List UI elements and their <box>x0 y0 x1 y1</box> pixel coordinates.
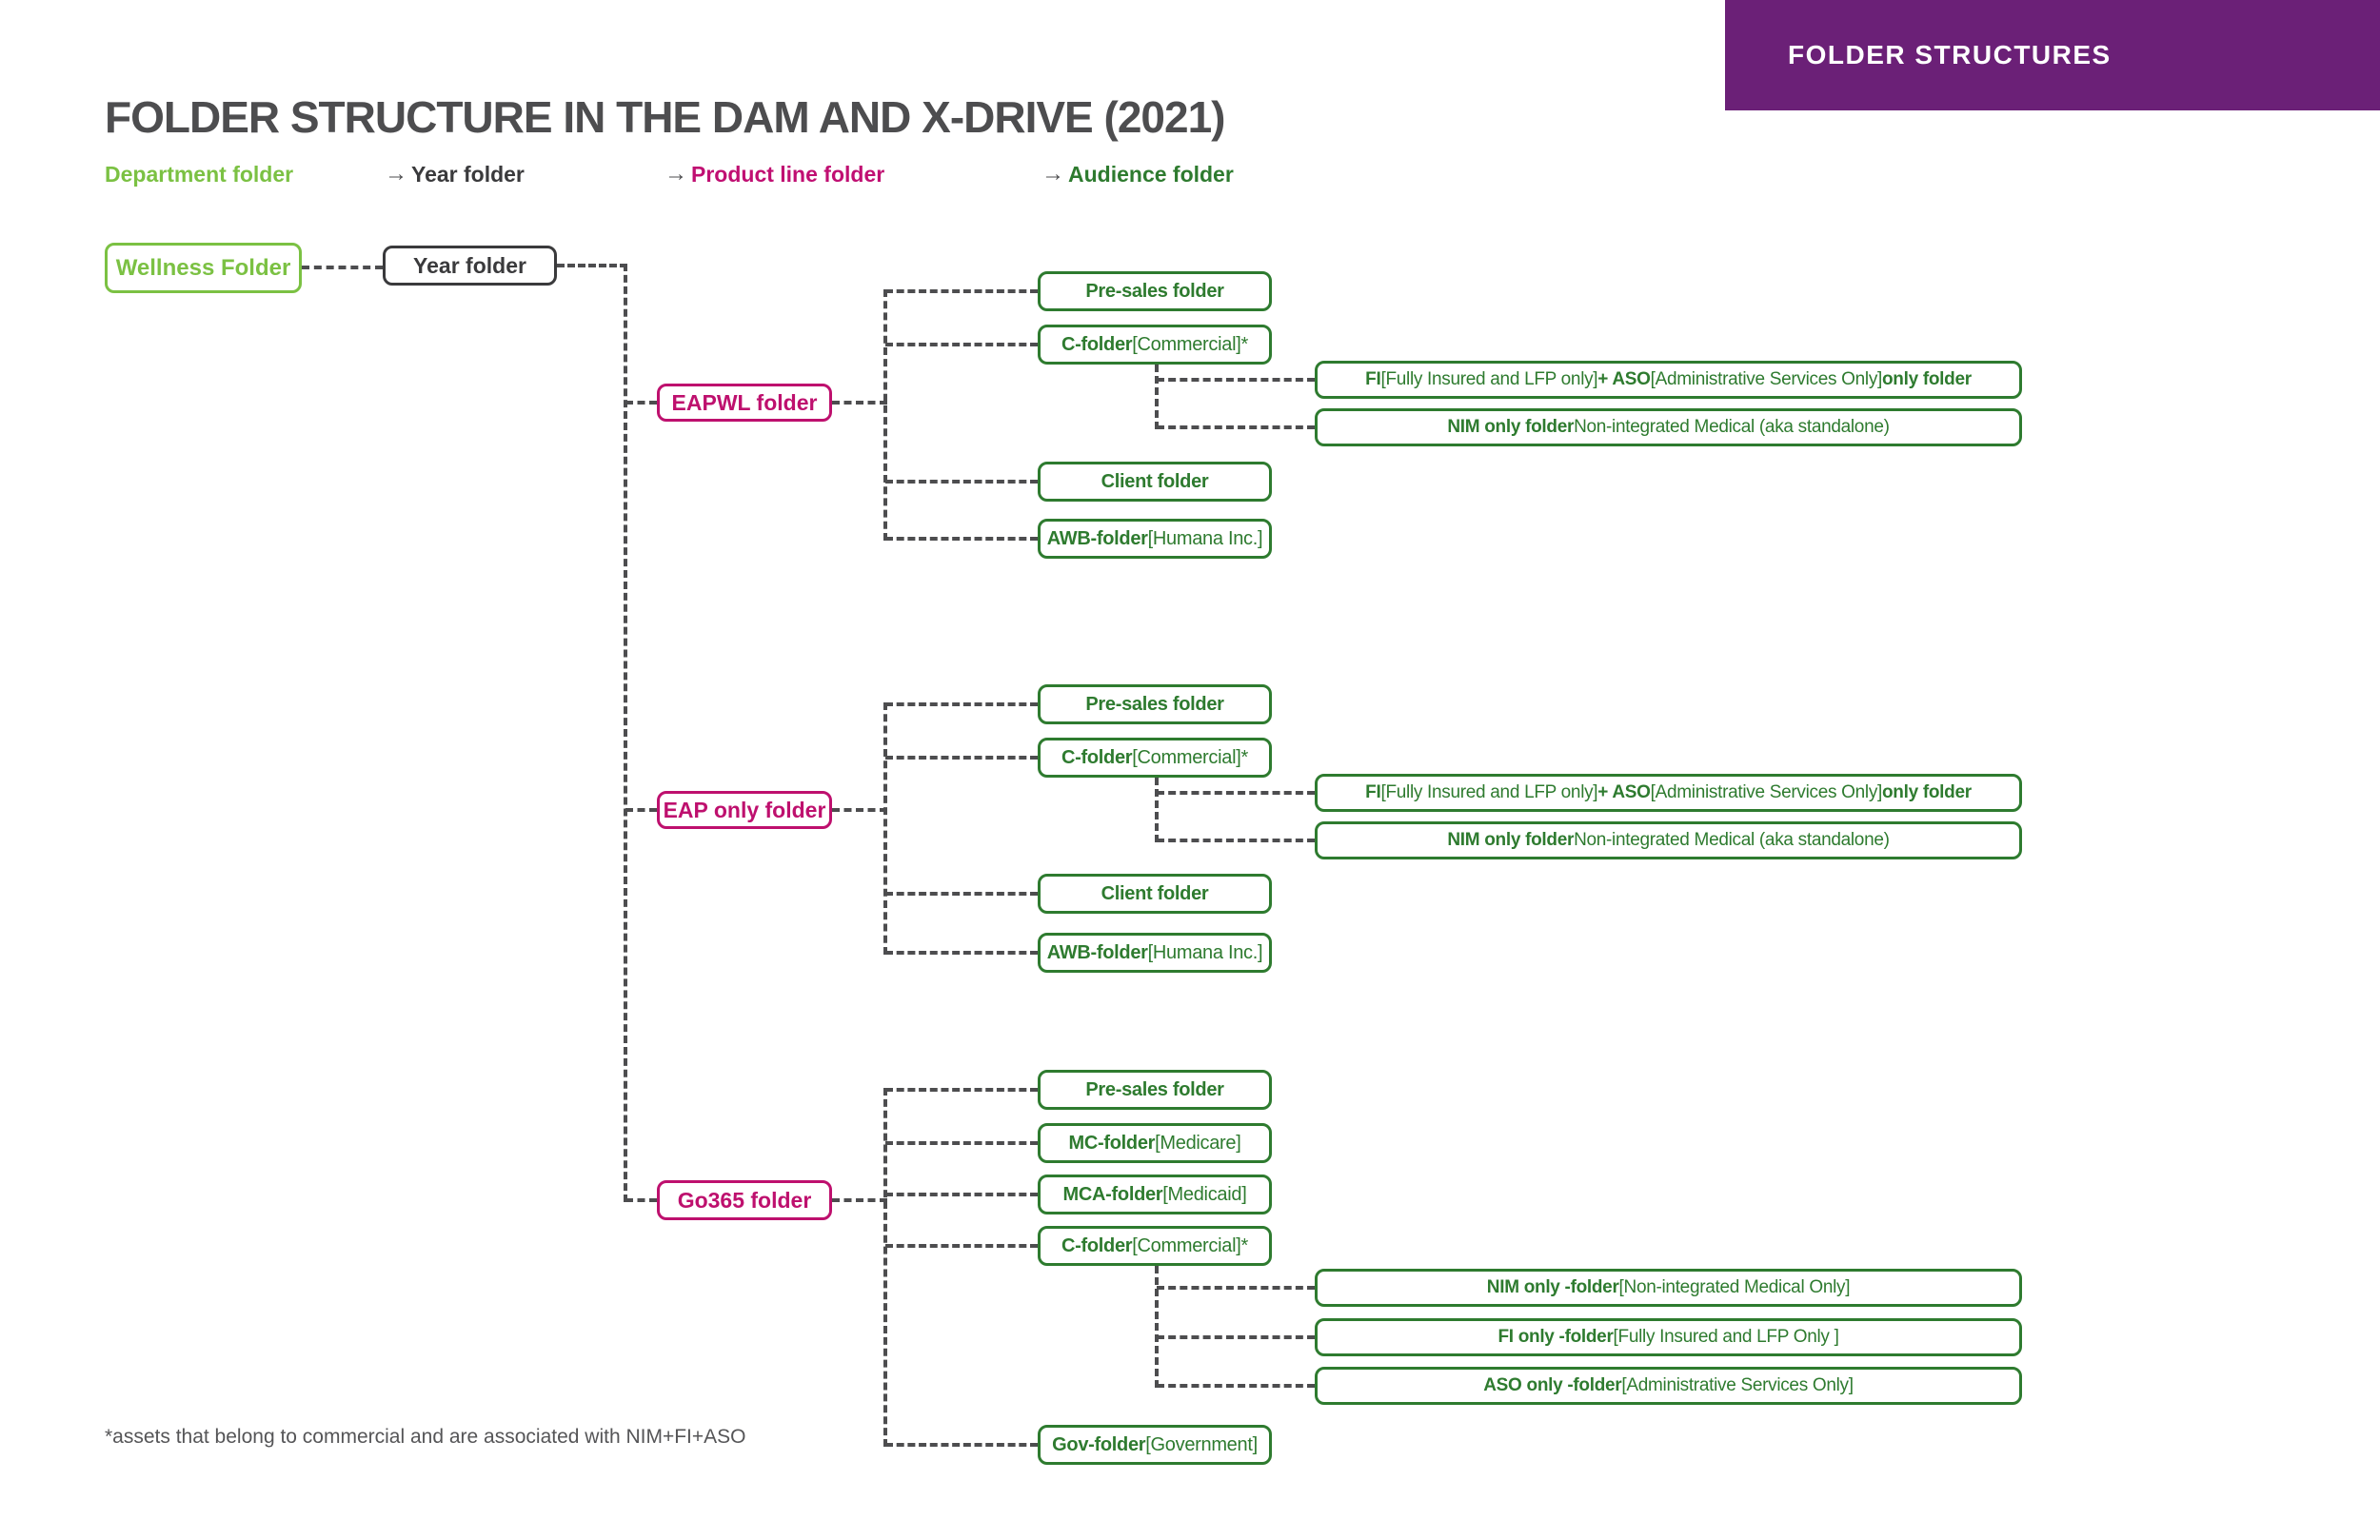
node-presales-folder: Pre-sales folder <box>1038 271 1272 311</box>
connector-branch <box>1157 1286 1315 1290</box>
node-fi-only-folder: FI only -folder [Fully Insured and LFP O… <box>1315 1318 2022 1356</box>
arrow-right-icon: → <box>664 161 687 187</box>
node-nim-only-folder: NIM only folder Non-integrated Medical (… <box>1315 821 2022 859</box>
node-awb-folder: AWB-folder [Humana Inc.] <box>1038 519 1272 559</box>
connector-year-trunk <box>557 264 627 267</box>
node-client-folder: Client folder <box>1038 874 1272 914</box>
connector-eapwl-spine <box>832 401 887 405</box>
node-eapwl-folder: EAPWL folder <box>657 384 832 422</box>
arrow-right-icon: → <box>1041 161 1064 187</box>
node-year-folder: Year folder <box>383 246 557 286</box>
footnote: *assets that belong to commercial and ar… <box>105 1426 746 1448</box>
connector-branch <box>885 1088 1038 1092</box>
node-awb-folder: AWB-folder [Humana Inc.] <box>1038 933 1272 973</box>
node-client-folder: Client folder <box>1038 462 1272 502</box>
node-gov-folder: Gov-folder [Government] <box>1038 1425 1272 1465</box>
node-nim-only-folder: NIM only folder Non-integrated Medical (… <box>1315 408 2022 446</box>
connector-branch <box>885 1443 1038 1447</box>
legend: Department folder → Year folder → Produc… <box>0 161 2380 194</box>
connector-branch <box>885 1193 1038 1196</box>
node-presales-folder: Pre-sales folder <box>1038 684 1272 724</box>
connector-branch <box>1157 1384 1315 1388</box>
page-banner: FOLDER STRUCTURES <box>1725 0 2380 110</box>
connector-branch <box>885 289 1038 293</box>
connector-wellness-year <box>302 266 383 269</box>
connector-branch <box>885 1141 1038 1145</box>
connector-branch <box>1157 1335 1315 1339</box>
connector-eap-spine <box>832 808 887 812</box>
banner-title: FOLDER STRUCTURES <box>1788 40 2112 69</box>
connector-trunk <box>624 264 627 1202</box>
connector-branch <box>1157 791 1315 795</box>
connector-subspine-1 <box>1155 365 1159 429</box>
legend-product-line-folder: Product line folder <box>691 162 885 187</box>
connector-trunk-go365 <box>625 1198 657 1202</box>
arrow-right-icon: → <box>385 161 407 187</box>
node-fi-aso-only-folder: FI [Fully Insured and LFP only] + ASO [A… <box>1315 361 2022 399</box>
node-nim-only-folder: NIM only -folder [Non-integrated Medical… <box>1315 1269 2022 1307</box>
connector-spine-1 <box>883 289 887 541</box>
page-title: FOLDER STRUCTURE IN THE DAM AND X-DRIVE … <box>105 92 1225 142</box>
node-eap-only-folder: EAP only folder <box>657 791 832 829</box>
node-fi-aso-only-folder: FI [Fully Insured and LFP only] + ASO [A… <box>1315 774 2022 812</box>
connector-branch <box>885 343 1038 346</box>
connector-branch <box>1157 839 1315 842</box>
connector-branch <box>885 951 1038 955</box>
node-c-folder: C-folder [Commercial]* <box>1038 325 1272 365</box>
legend-year-folder: Year folder <box>411 162 525 187</box>
connector-branch <box>885 756 1038 760</box>
connector-branch <box>885 892 1038 896</box>
connector-branch <box>885 480 1038 484</box>
node-mca-folder: MCA-folder [Medicaid] <box>1038 1175 1272 1214</box>
node-c-folder: C-folder [Commercial]* <box>1038 1226 1272 1266</box>
node-aso-only-folder: ASO only -folder [Administrative Service… <box>1315 1367 2022 1405</box>
connector-trunk-eapwl <box>625 401 657 405</box>
node-mc-folder: MC-folder [Medicare] <box>1038 1123 1272 1163</box>
connector-subspine-3 <box>1155 1266 1159 1388</box>
node-wellness-folder: Wellness Folder <box>105 243 302 293</box>
connector-spine-2 <box>883 702 887 955</box>
connector-branch <box>885 702 1038 706</box>
connector-branch <box>1157 425 1315 429</box>
node-c-folder: C-folder [Commercial]* <box>1038 738 1272 778</box>
legend-department-folder: Department folder <box>105 162 294 187</box>
node-presales-folder: Pre-sales folder <box>1038 1070 1272 1110</box>
legend-audience-folder: Audience folder <box>1068 162 1234 187</box>
connector-spine-3 <box>883 1088 887 1447</box>
connector-trunk-eap <box>625 808 657 812</box>
connector-branch <box>885 1244 1038 1248</box>
connector-branch <box>1157 378 1315 382</box>
connector-go365-spine <box>832 1198 887 1202</box>
connector-branch <box>885 537 1038 541</box>
connector-subspine-2 <box>1155 778 1159 842</box>
node-go365-folder: Go365 folder <box>657 1180 832 1220</box>
